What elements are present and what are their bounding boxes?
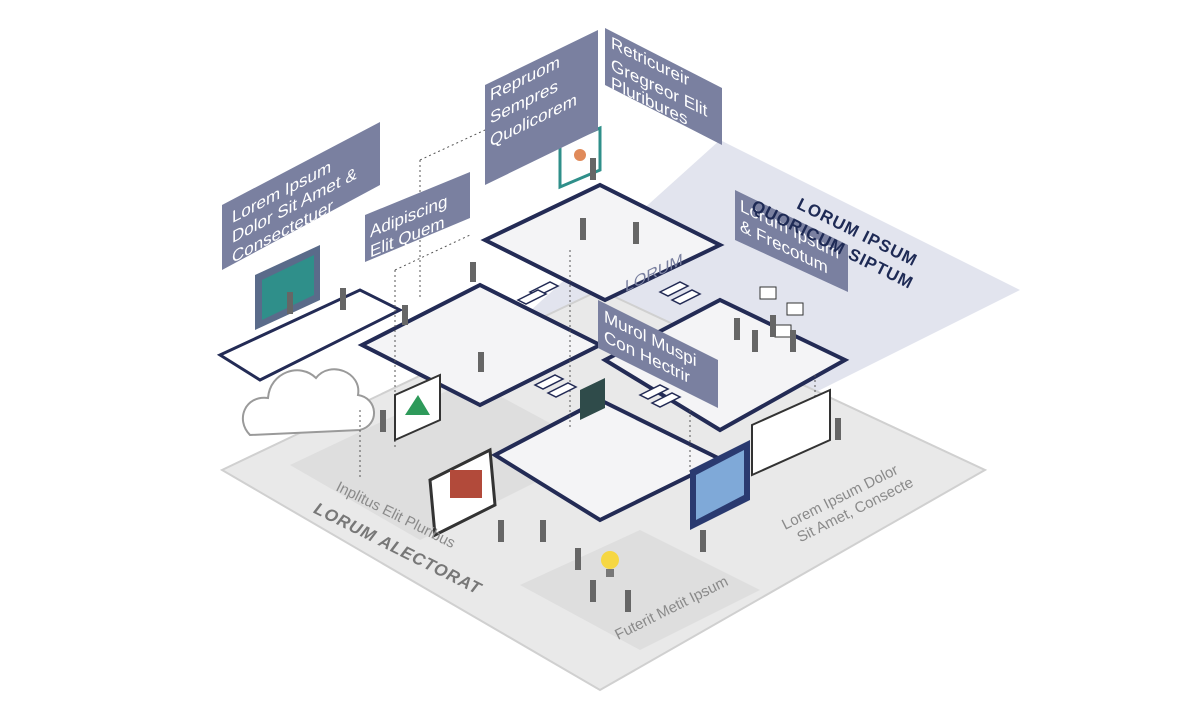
panel-adipiscing: Adipiscing Elit Quem (365, 172, 470, 262)
bulb-icon (601, 551, 619, 577)
monitor-icon (255, 245, 320, 330)
library-tablet-icon (428, 447, 497, 538)
whiteboard-icon (394, 373, 441, 442)
laptop-icon (690, 440, 750, 530)
ground-floor-inner-left (290, 380, 600, 540)
cloud-icon (241, 368, 375, 437)
left-platform (216, 288, 404, 382)
speech-bubble-icons (759, 286, 804, 338)
panel-retricureir: Retricureir Gregreor Elit Pluribures (605, 28, 722, 145)
chalkboard-icon (580, 378, 605, 420)
people-figures (287, 158, 841, 612)
dashboard-screen-icon (751, 388, 831, 477)
top-platform (480, 182, 725, 303)
panel-lorem-ipsum: Lorem Ipsum Dolor Sit Amet & Consectetue… (222, 122, 380, 270)
stairs-upper (516, 281, 702, 408)
